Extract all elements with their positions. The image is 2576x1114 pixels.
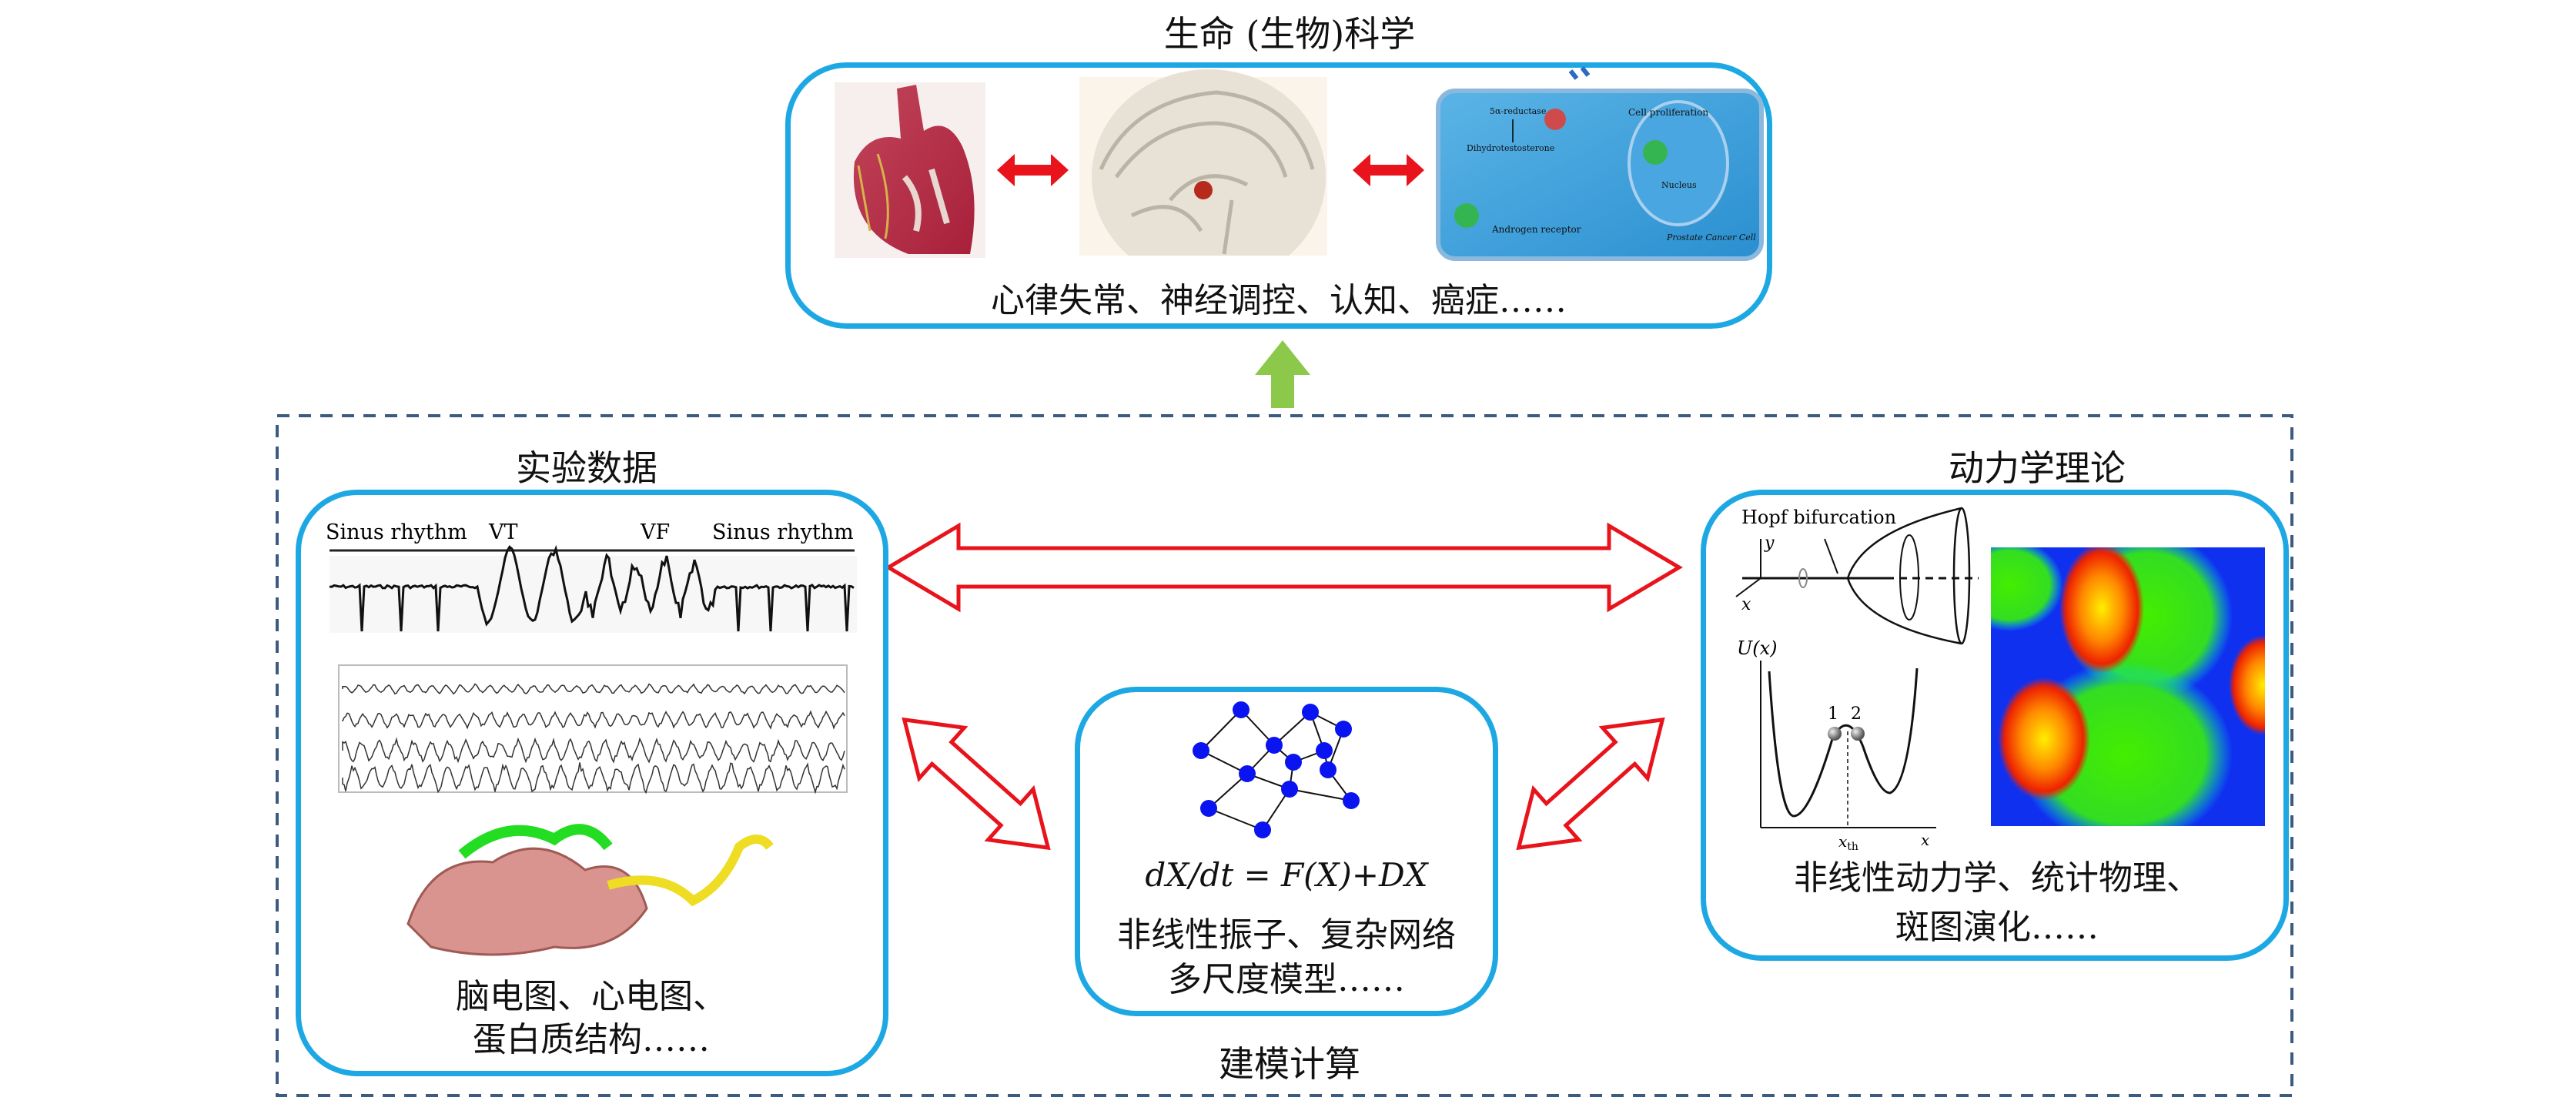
modeling-box <box>1075 687 1498 1016</box>
life-science-caption: 心律失常、神经调控、认知、癌症…… <box>991 281 1567 320</box>
dynamics-caption-line2: 斑图演化…… <box>1895 908 2099 947</box>
nucleus-label: Nucleus <box>1661 180 1697 190</box>
ecg-chart: Sinus rhythm VT VF Sinus rhythm <box>326 520 857 633</box>
dynamics-caption-line1: 非线性动力学、统计物理、 <box>1794 858 2200 898</box>
hollow-double-arrow-horizontal <box>885 522 1683 613</box>
modeling-caption-line2: 多尺度模型…… <box>1168 960 1405 999</box>
eeg-trace <box>342 762 845 795</box>
experimental-caption-line2: 蛋白质结构…… <box>473 1020 710 1059</box>
ecg-label-sinus-1: Sinus rhythm <box>326 520 467 544</box>
network-edge <box>1200 709 1242 751</box>
eeg-chart <box>338 664 848 795</box>
eeg-trace <box>342 710 845 730</box>
eeg-trace <box>342 683 845 695</box>
network-node <box>1320 761 1337 778</box>
life-science-title: 生命 (生物)科学 <box>1163 13 1416 55</box>
ball-label-1: 1 <box>1828 704 1838 724</box>
network-node <box>1335 721 1352 738</box>
threshold-label: xth <box>1838 832 1858 853</box>
network-node <box>1316 742 1333 759</box>
network-node <box>1254 821 1271 838</box>
network-node <box>1193 742 1209 759</box>
dashed-frame <box>276 414 2293 1097</box>
potential-axis-x: x <box>1921 831 1929 849</box>
potential-label: U(x) <box>1737 637 1778 659</box>
ball-label-2: 2 <box>1851 704 1862 724</box>
network-node <box>1239 765 1256 782</box>
reductase-label: 5α-reductase <box>1490 106 1546 116</box>
modeling-title: 建模计算 <box>1219 1043 1360 1085</box>
network-node <box>1343 792 1360 809</box>
brain-image <box>1079 69 1327 302</box>
network-node <box>1233 701 1250 718</box>
protein-structure-image <box>406 824 774 956</box>
experimental-data-title: 实验数据 <box>516 447 657 489</box>
hollow-double-arrow-left-diagonal <box>902 717 1051 851</box>
ecg-label-sinus-2: Sinus rhythm <box>712 520 854 544</box>
hopf-axis-x: x <box>1741 595 1751 614</box>
modeling-caption-line1: 非线性振子、复杂网络 <box>1117 915 1456 955</box>
ecg-label-vt: VT <box>488 520 518 544</box>
hopf-axis-y: y <box>1764 534 1775 553</box>
model-equation: dX/dt = F(X)+DX <box>1145 856 1428 894</box>
network-node <box>1302 704 1319 721</box>
heart-image <box>835 82 985 258</box>
spiral-wave-pattern-image <box>1991 547 2265 826</box>
network-node <box>1266 737 1283 754</box>
network-edge <box>1208 808 1263 831</box>
network-node <box>1285 754 1302 771</box>
cell-name-label: Prostate Cancer Cell <box>1666 233 1756 243</box>
network-edge <box>1200 750 1248 774</box>
hollow-double-arrow-right-diagonal <box>1516 717 1665 851</box>
cell-proliferation-label: Cell proliferation <box>1628 107 1708 118</box>
network-node <box>1200 800 1217 817</box>
potential-well-diagram: U(x) 1 2 xth x <box>1737 637 1936 853</box>
network-node <box>1281 781 1298 798</box>
red-double-arrow-1 <box>997 154 1069 186</box>
dht-label: Dihydrotestosterone <box>1467 143 1554 153</box>
network-edge <box>1208 773 1248 809</box>
androgen-receptor-label: Androgen receptor <box>1491 224 1581 235</box>
red-double-arrow-2 <box>1353 154 1424 186</box>
dynamics-theory-title: 动力学理论 <box>1949 447 2126 489</box>
green-up-arrow <box>1255 340 1310 408</box>
experimental-caption-line1: 脑电图、心电图、 <box>456 977 727 1016</box>
ecg-label-vf: VF <box>640 520 670 544</box>
hopf-label: Hopf bifurcation <box>1741 507 1896 528</box>
prostate-cell-image: Cell proliferation 5α-reductase Dihydrot… <box>1436 66 1764 261</box>
eeg-trace <box>342 737 845 764</box>
network-edge <box>1289 788 1352 801</box>
hopf-bifurcation-diagram: Hopf bifurcation y x <box>1735 507 1979 645</box>
